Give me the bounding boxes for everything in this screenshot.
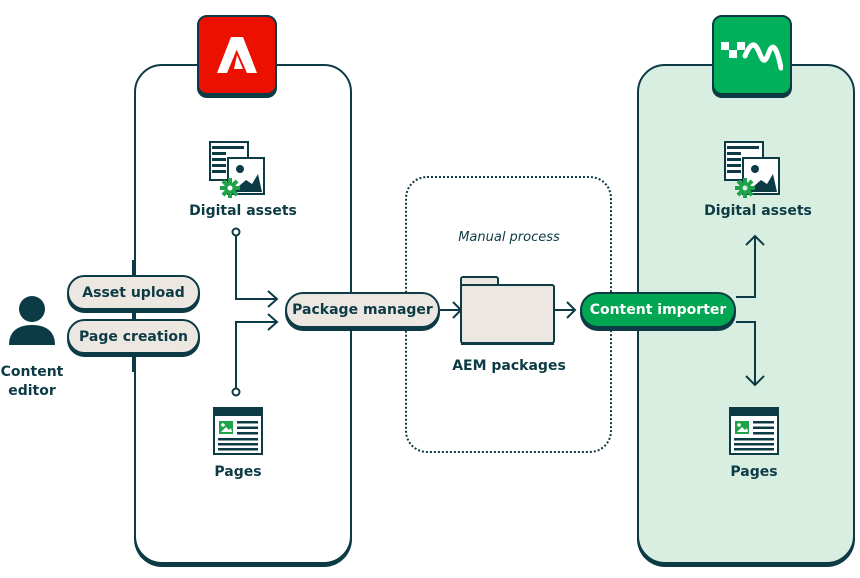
aem-packages-label: AEM packages (452, 358, 566, 374)
package-manager-pill: Package manager (285, 292, 440, 328)
target-pages-icon (729, 407, 779, 459)
content-importer-logo-icon (721, 42, 783, 71)
source-digital-assets-label: Digital assets (189, 203, 297, 219)
manual-process-title: Manual process (458, 230, 560, 245)
page-creation-pill: Page creation (67, 319, 200, 354)
folder-icon (460, 276, 556, 352)
target-digital-assets-label: Digital assets (704, 203, 812, 219)
source-pages-icon (213, 407, 263, 459)
adobe-logo (197, 15, 277, 95)
target-digital-assets-icon (723, 140, 781, 202)
person-icon (7, 295, 57, 351)
actor-label: Content editor (0, 363, 64, 401)
actor-label-line1: Content (0, 364, 64, 380)
asset-upload-pill: Asset upload (67, 275, 200, 310)
content-importer-pill: Content importer (580, 292, 736, 328)
target-pages-label: Pages (730, 464, 778, 480)
content-importer-logo (712, 15, 792, 95)
adobe-logo-icon (217, 37, 257, 73)
actor-label-line2: editor (8, 383, 56, 399)
source-pages-label: Pages (214, 464, 262, 480)
source-digital-assets-icon (208, 140, 266, 202)
